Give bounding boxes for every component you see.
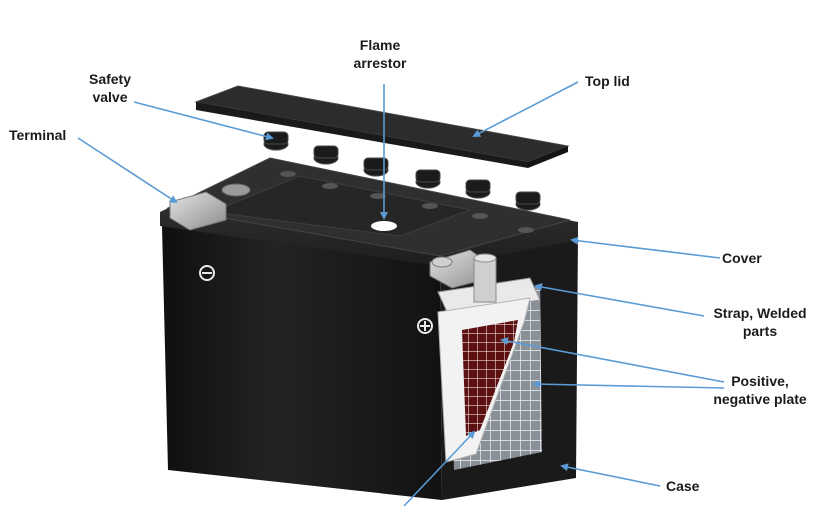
leader-separator [403,430,476,507]
cover-channel [210,175,472,237]
leader-negative-plate [532,380,725,389]
terminal-post [473,257,497,303]
top-lid [194,85,570,163]
leader-strap [534,283,705,317]
label-strap-welded: Strap, Welded parts [713,305,807,339]
battery-case [162,226,442,500]
minus-symbol-icon [199,265,215,281]
leader-terminal [77,137,178,204]
top-lid-edge-right [528,146,568,168]
leader-safety-valve [133,101,274,141]
label-terminal: Terminal [9,127,67,143]
label-cover: Cover [722,250,762,266]
vent-holes [280,171,534,233]
plus-symbol-icon [417,318,433,334]
safety-valves [263,131,541,211]
label-case: Case [666,478,700,494]
leader-positive-plate [500,337,725,383]
leader-top-lid [472,81,579,137]
terminal-negative [169,183,251,231]
label-safety-valve: Safety valve [88,71,132,105]
label-top-lid: Top lid [585,73,630,89]
flame-arrestor-disc [371,221,397,231]
label-plates: Positive, negative plate [713,373,807,407]
label-flame-arrestor: Flame arrestor [353,37,407,71]
positive-plate-grid [462,320,518,436]
cutaway-section [437,253,542,470]
leader-cover [570,236,721,259]
leader-case [560,463,661,487]
top-lid-edge [196,102,528,168]
